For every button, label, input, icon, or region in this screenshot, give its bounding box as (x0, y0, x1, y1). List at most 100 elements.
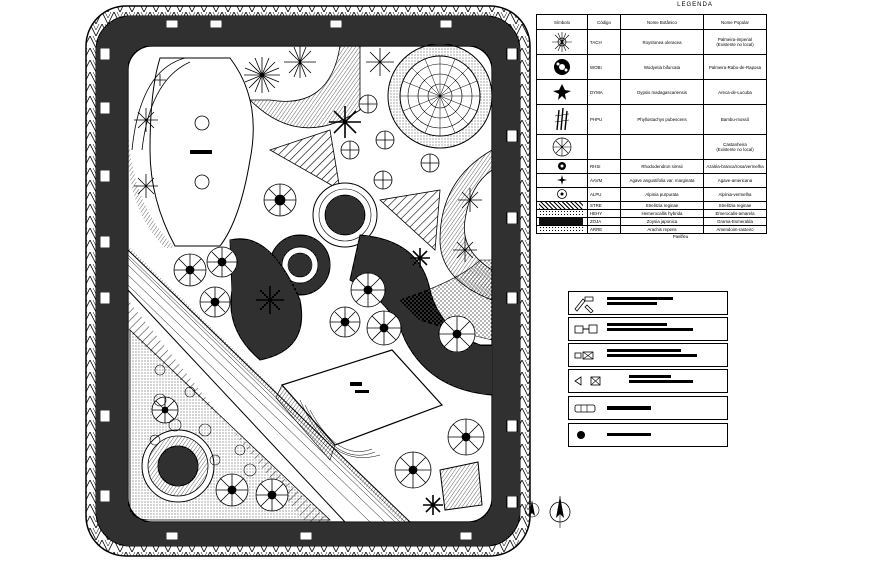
north-arrow-small-icon (524, 500, 540, 518)
key-row-bench (568, 291, 728, 315)
central-deck (275, 349, 444, 461)
promenade-paving-lines (127, 254, 406, 523)
legend-title: LEGENDA (677, 2, 713, 8)
key-row-floor-light (568, 396, 728, 420)
legend-popular-cell: Azaléa-branca/rosa/vermelha (703, 159, 767, 174)
curved-hatch-left (128, 120, 175, 248)
bench-lamp-icon (574, 296, 594, 313)
legend-botanical-cell: Agave angustifolia var. marginata (620, 173, 704, 188)
legend-code-cell: HEHY (587, 209, 621, 218)
legend-botanical-cell: Strelitzia reginae (620, 201, 704, 210)
legend-popular-name: Agave-americana (717, 178, 753, 183)
legend-botanical-cell (620, 134, 704, 160)
legend-popular-cell: Grama-Esmeralda (703, 217, 767, 226)
legend-code-cell: ALPU (587, 187, 621, 202)
promenade-band-hatch (128, 248, 410, 522)
legend-botanical-cell: Zoysia japonica (620, 217, 704, 226)
bollard-icon (577, 431, 585, 439)
border-bench-markers (99, 19, 518, 541)
circular-plaza-top-right (387, 43, 493, 149)
legend-symbol-cell (536, 79, 588, 105)
hatch-swatch-icon (539, 202, 583, 209)
legend-botanical-cell: Rhododendron simsii (620, 159, 704, 174)
legend-popular-name: Azaléa-branca/rosa/vermelha (706, 164, 764, 169)
legend-popular-cell: Areca-de-Lucuba (703, 79, 767, 105)
legend-popular-name: Amendoim-rasteiro (716, 227, 754, 232)
legend-symbol-cell (536, 104, 588, 135)
legend-footer-note: Pavifleu (672, 234, 689, 240)
palm-star-icon (551, 31, 573, 53)
deck-arc-lines (299, 399, 381, 458)
legend-botanical-cell: Dypsis madagascariensis (620, 79, 704, 105)
bottom-right-court (439, 461, 483, 511)
legend-popular-name: Areca-de-Lucuba (718, 89, 752, 95)
legend-symbol-cell (536, 187, 588, 202)
legend-code-cell: ARRE (587, 225, 621, 234)
palm-cluster-icon (551, 57, 573, 78)
legend-code-cell: ZOJA (587, 217, 621, 226)
legend-symbol-cell (536, 159, 588, 174)
legend-popular-cell: Amendoim-rasteiro (703, 225, 767, 234)
legend-symbol-cell (536, 29, 588, 55)
header-botanical: Nome Botânico (620, 14, 704, 30)
legend-popular-cell: Emerocalis-amarela (703, 209, 767, 218)
legend-symbol-cell (536, 209, 588, 218)
key-row-bollard (568, 423, 728, 447)
legend-popular-name: Palmeira-Rabo-de-Raposa (708, 64, 762, 70)
legend-symbol-cell (536, 217, 588, 226)
legend-botanical-cell: Hemerocallis hybrida (620, 209, 704, 218)
fountain-bottom-left (141, 429, 215, 503)
spotlight-icon (574, 351, 594, 360)
legend-popular-cell: Strelitzia reginae (703, 201, 767, 210)
legend-code-cell: TACH (587, 29, 621, 55)
legend-popular-name: Bambu-mossô (720, 117, 750, 122)
legend-symbol-cell (536, 54, 588, 80)
top-arc-hatch (249, 45, 361, 129)
legend-botanical-cell: Roystonea oleracea (620, 29, 704, 55)
trees (151, 94, 485, 512)
legend-symbol-cell (536, 225, 588, 234)
legend-code-cell: RHSI (587, 159, 621, 174)
legend-popular-name: Strelitzia reginae (718, 203, 752, 208)
legend-symbol-cell (536, 173, 588, 188)
palm-leaf-icon (551, 82, 573, 103)
fan-hatch-center (269, 129, 341, 191)
legend-code-cell: STRE (587, 201, 621, 210)
key-row-bin (568, 317, 728, 341)
legend-row: Castanheira(Existente no local) (536, 134, 767, 160)
lawn-bench (190, 150, 212, 154)
legend-popular-cell: Castanheira(Existente no local) (703, 134, 767, 160)
legend-footer-row: Pavifleu (537, 234, 767, 240)
legend-botanical-cell: Alpinia purpurata (620, 187, 704, 202)
north-arrow-icon (549, 496, 571, 528)
legend-popular-cell: Palmeira-Rabo-de-Raposa (703, 54, 767, 80)
bamboo-icon (551, 106, 573, 133)
palms (134, 46, 482, 515)
wall-lamp-icon (574, 376, 601, 386)
lawn-marker-a (194, 115, 210, 131)
shrub-clusters (149, 364, 257, 477)
alpinia-icon (556, 188, 568, 201)
agave-icon (556, 174, 568, 187)
bin-icon (574, 324, 598, 334)
legend-popular-name: Castanheira (723, 142, 747, 147)
central-fountain (312, 182, 378, 248)
legend-popular-name: Alpínia-vermelha (718, 192, 752, 197)
legend-popular-name: Grama-Esmeralda (717, 219, 753, 224)
legend-popular-name: (Existente no local) (716, 42, 754, 47)
lawn-marker-b (194, 174, 210, 190)
header-popular: Nome Popular (703, 14, 767, 30)
hatch-swatch-icon (539, 210, 583, 217)
legend-code-cell: AAVM (587, 173, 621, 188)
plant-legend-table: Símbolo Código Nome Botânico Nome Popula… (536, 14, 767, 240)
